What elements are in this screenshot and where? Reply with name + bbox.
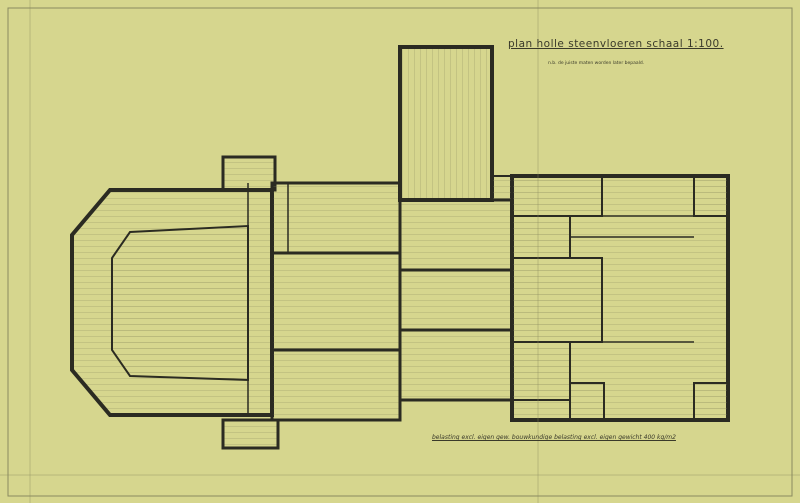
east-corner-sw <box>569 382 605 421</box>
east-room-b <box>511 215 571 259</box>
drawing-note: n.b. de juiste maten worden later bepaal… <box>548 61 645 66</box>
room-mid-1 <box>398 198 514 272</box>
east-corner-ne <box>693 175 729 217</box>
drawing-title: plan holle steenvloeren schaal 1:100. <box>508 38 724 50</box>
east-corner-se <box>693 382 729 421</box>
room-center-3 <box>270 348 402 422</box>
room-center-1 <box>270 181 402 255</box>
tower <box>398 45 494 202</box>
east-room-d <box>511 341 571 401</box>
room-mid-2 <box>398 268 514 332</box>
tower-link <box>491 175 513 201</box>
stair-top <box>221 155 277 192</box>
east-room-a <box>511 175 603 217</box>
load-caption: belasting excl. eigen gew. bouwkundige b… <box>432 434 676 441</box>
plan-outline <box>70 45 730 450</box>
room-mid-3 <box>398 328 514 402</box>
east-room-c <box>511 257 603 343</box>
sheet-border <box>7 7 793 497</box>
hall-inner-stage <box>111 224 249 382</box>
interior-lines <box>247 183 694 415</box>
room-center-2 <box>270 251 402 352</box>
stair-bottom <box>221 418 280 450</box>
